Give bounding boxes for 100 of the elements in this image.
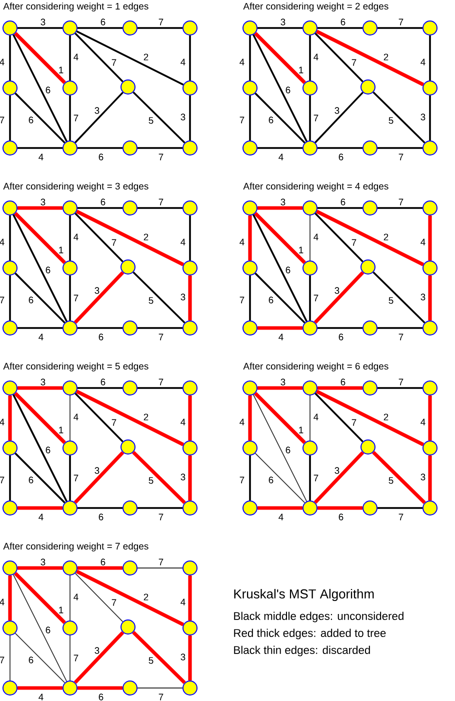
weight-label: 7 — [398, 333, 404, 341]
panel-title: After considering weight = 7 edges — [3, 542, 148, 552]
weight-label: 7 — [110, 238, 118, 246]
weight-label: 4 — [278, 513, 284, 521]
weight-label: 4 — [38, 513, 44, 521]
weight-label: 7 — [110, 58, 118, 66]
weight-label: 7 — [72, 474, 80, 482]
graph-edge — [69, 36, 71, 80]
graph-edge — [138, 147, 182, 149]
graph-edge — [254, 212, 306, 264]
graph-node — [2, 440, 18, 456]
graph-node — [422, 380, 438, 396]
weight-label: 7 — [238, 476, 246, 484]
graph-edge — [252, 394, 308, 502]
graph-edge — [74, 271, 124, 324]
graph-node — [422, 440, 438, 456]
graph-edge — [372, 272, 426, 324]
graph-node — [362, 140, 378, 156]
graph-edge — [318, 147, 362, 149]
weight-label: 7 — [350, 418, 358, 426]
weight-label: 7 — [158, 198, 164, 206]
weight-label: 4 — [238, 418, 246, 426]
weight-label: 4 — [72, 413, 80, 421]
graph-node — [422, 80, 438, 96]
graph-edge — [314, 392, 364, 442]
graph-node — [360, 440, 376, 454]
graph-node — [2, 140, 18, 156]
weight-label: 6 — [268, 476, 274, 484]
graph-edge — [258, 506, 302, 510]
graph-node — [122, 680, 138, 696]
weight-label: 3 — [334, 466, 340, 474]
weight-label: 7 — [398, 18, 404, 26]
weight-label: 6 — [268, 116, 274, 124]
graph-edge — [12, 34, 68, 142]
graph-node — [422, 260, 438, 276]
graph-edge — [132, 92, 186, 144]
graph-edge — [9, 216, 11, 260]
graph-edge — [254, 452, 306, 504]
graph-edge — [258, 386, 302, 390]
graph-edge — [429, 96, 431, 140]
graph-edge — [189, 96, 191, 140]
weight-label: 4 — [180, 598, 186, 606]
weight-label: 3 — [420, 293, 426, 301]
graph-edge — [8, 576, 12, 620]
graph-node — [2, 560, 18, 576]
graph-edge — [14, 632, 66, 684]
weight-label: 7 — [110, 598, 118, 606]
graph-edge — [316, 390, 424, 446]
weight-label: 6 — [98, 513, 104, 521]
weight-label: 6 — [284, 446, 292, 454]
graph-node — [302, 80, 318, 96]
weight-label: 7 — [158, 693, 164, 701]
graph-edge — [14, 272, 66, 324]
graph-node — [122, 200, 138, 216]
graph-edge — [188, 636, 192, 680]
graph-node — [2, 380, 18, 396]
graph-node — [182, 80, 198, 96]
weight-label: 6 — [100, 18, 106, 26]
weight-label: 4 — [38, 153, 44, 161]
weight-label: 1 — [298, 66, 304, 74]
graph-edge — [12, 214, 68, 322]
weight-label: 7 — [158, 558, 164, 566]
weight-label: 6 — [44, 446, 52, 454]
weight-label: 5 — [148, 296, 154, 304]
graph-edge — [78, 686, 122, 690]
graph-edge — [132, 450, 186, 504]
weight-label: 4 — [238, 238, 246, 246]
weight-label: 4 — [38, 693, 44, 701]
graph-node — [302, 500, 318, 516]
weight-label: 7 — [158, 513, 164, 521]
graph-edge — [258, 27, 302, 29]
graph-edge — [314, 212, 364, 262]
graph-node — [182, 260, 198, 276]
graph-edge — [316, 30, 424, 86]
weight-label: 4 — [0, 418, 6, 426]
weight-label: 7 — [0, 656, 6, 664]
graph-edge — [429, 36, 431, 80]
graph-edge — [14, 572, 66, 624]
graph-edge — [76, 390, 184, 446]
graph-node — [302, 260, 318, 276]
graph-edge — [18, 327, 62, 329]
weight-label: 6 — [340, 198, 346, 206]
graph-node — [62, 20, 78, 36]
graph-edge — [76, 210, 184, 266]
graph-edge — [138, 207, 182, 209]
weight-label: 7 — [238, 116, 246, 124]
weight-label: 2 — [142, 593, 150, 601]
weight-label: 7 — [398, 513, 404, 521]
weight-label: 4 — [238, 58, 246, 66]
graph-edge — [14, 452, 66, 504]
graph-edge — [18, 147, 62, 149]
graph-edge — [314, 271, 364, 324]
graph-edge — [14, 392, 66, 444]
weight-label: 5 — [388, 296, 394, 304]
graph-node — [242, 500, 258, 516]
graph-node — [120, 260, 136, 274]
weight-label: 3 — [40, 378, 46, 386]
graph-edge — [78, 387, 122, 389]
graph-edge — [9, 96, 11, 140]
graph-node — [242, 140, 258, 156]
